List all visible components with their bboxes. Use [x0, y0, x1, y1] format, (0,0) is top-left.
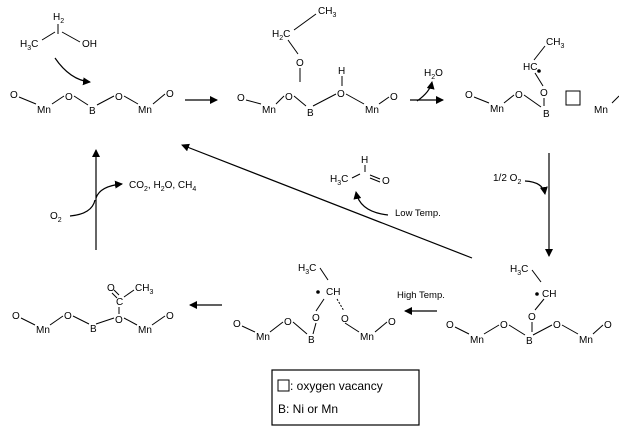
half-o2-label: 1/2 O2 [493, 173, 521, 186]
svg-text:O: O [115, 92, 123, 103]
legend-vacancy-square [277, 379, 290, 392]
svg-text:O: O [553, 320, 561, 331]
svg-text:O: O [446, 320, 454, 331]
svg-text:O: O [166, 311, 174, 322]
svg-text:Mn: Mn [360, 332, 374, 343]
svg-text:B: B [308, 335, 315, 346]
svg-text:O: O [166, 89, 174, 100]
svg-text:O: O [107, 283, 115, 294]
svg-text:O: O [341, 314, 349, 325]
products-out-arrow [95, 180, 123, 199]
svg-text:H: H [338, 66, 345, 77]
svg-text:CH: CH [326, 287, 340, 298]
svg-text:B: B [526, 336, 533, 347]
svg-text:O: O [540, 88, 548, 99]
svg-text:B: B [307, 108, 314, 119]
water-label: H2O [424, 68, 443, 81]
svg-text:Mn: Mn [256, 332, 270, 343]
svg-text:H3C: H3C [298, 263, 316, 276]
svg-text:Mn: Mn [594, 105, 608, 116]
svg-text:H2C: H2C [272, 29, 290, 42]
svg-text:Mn: Mn [37, 105, 51, 116]
svg-text:O: O [382, 176, 390, 187]
svg-text:O: O [10, 90, 18, 101]
surface-4-ch: H3C CH O O Mn O B O Mn O [446, 264, 612, 347]
low-temp-arrow [181, 143, 473, 259]
svg-text:O: O [237, 93, 245, 104]
radical-dot-3 [316, 290, 320, 294]
svg-text:Mn: Mn [490, 104, 504, 115]
svg-text:B: B [90, 324, 97, 335]
svg-text:Mn: Mn [470, 335, 484, 346]
svg-text:O: O [337, 89, 345, 100]
svg-text:CH3: CH3 [135, 283, 153, 296]
high-temp-label: High Temp. [397, 290, 445, 301]
radical-ch3: CH3 [546, 37, 564, 50]
svg-text:O: O [64, 311, 72, 322]
svg-text:Mn: Mn [138, 325, 152, 336]
ethanol-oh: OH [82, 39, 97, 50]
legend-b-text: B: Ni or Mn [278, 402, 338, 416]
svg-text:HC: HC [523, 62, 537, 73]
svg-text:O: O [115, 315, 123, 326]
legend: : oxygen vacancy B: Ni or Mn [271, 369, 420, 426]
svg-text:O: O [296, 58, 304, 69]
svg-text:O: O [465, 90, 473, 101]
acetaldehyde-release-arrow [353, 191, 389, 216]
svg-text:Mn: Mn [36, 325, 50, 336]
svg-text:O: O [604, 320, 612, 331]
svg-text:O: O [12, 311, 20, 322]
surface-3-radical: CH3 HC O O Mn O B Mn [465, 37, 619, 120]
svg-text:H: H [361, 155, 368, 166]
o2-in-curve [69, 199, 96, 217]
surface-6-acetate: O C CH3 O O Mn O B Mn O [12, 283, 174, 336]
ethanol-molecule: H2 H3C OH [20, 12, 97, 52]
svg-text:O: O [515, 90, 523, 101]
svg-text:H3C: H3C [510, 264, 528, 277]
svg-text:H3C: H3C [330, 174, 348, 187]
svg-text:O: O [390, 92, 398, 103]
ethanol-h3c: H3C [20, 39, 38, 52]
svg-text:B: B [89, 106, 96, 117]
surface-2-ethoxy: CH3 H2C O H O Mn O B O Mn O [237, 6, 398, 119]
svg-text:C: C [116, 297, 123, 308]
low-temp-label: Low Temp. [395, 208, 441, 219]
svg-text:O: O [285, 92, 293, 103]
products-label: CO2, H2O, CH4 [129, 180, 196, 193]
radical-dot [537, 69, 541, 73]
water-release-arrow [416, 81, 435, 102]
svg-text:O: O [312, 313, 320, 324]
svg-text:Mn: Mn [138, 105, 152, 116]
adsorption-curved-arrow [54, 57, 91, 86]
svg-text:O: O [284, 317, 292, 328]
svg-text:O: O [528, 312, 536, 323]
oxygen-vacancy-square [565, 90, 581, 106]
svg-text:B: B [543, 109, 550, 120]
ethoxy-ch3: CH3 [318, 6, 336, 19]
svg-text:O: O [500, 320, 508, 331]
svg-text:CH: CH [542, 289, 556, 300]
svg-text:Mn: Mn [262, 105, 276, 116]
o2-label: O2 [50, 211, 62, 224]
svg-text:O: O [388, 317, 396, 328]
acetaldehyde-molecule: H H3C O [330, 155, 390, 187]
svg-text:O: O [65, 92, 73, 103]
legend-vacancy-text: : oxygen vacancy [290, 379, 383, 393]
surface-1: O Mn O B O Mn O [10, 89, 174, 117]
radical-dot-2 [535, 292, 539, 296]
svg-text:Mn: Mn [365, 105, 379, 116]
ethanol-h2: H2 [53, 12, 64, 25]
surface-5-bidentate: H3C CH O O O Mn O B Mn O [233, 263, 396, 346]
svg-text:O: O [233, 319, 241, 330]
o2-in-arrow [524, 180, 548, 195]
svg-text:Mn: Mn [579, 335, 593, 346]
